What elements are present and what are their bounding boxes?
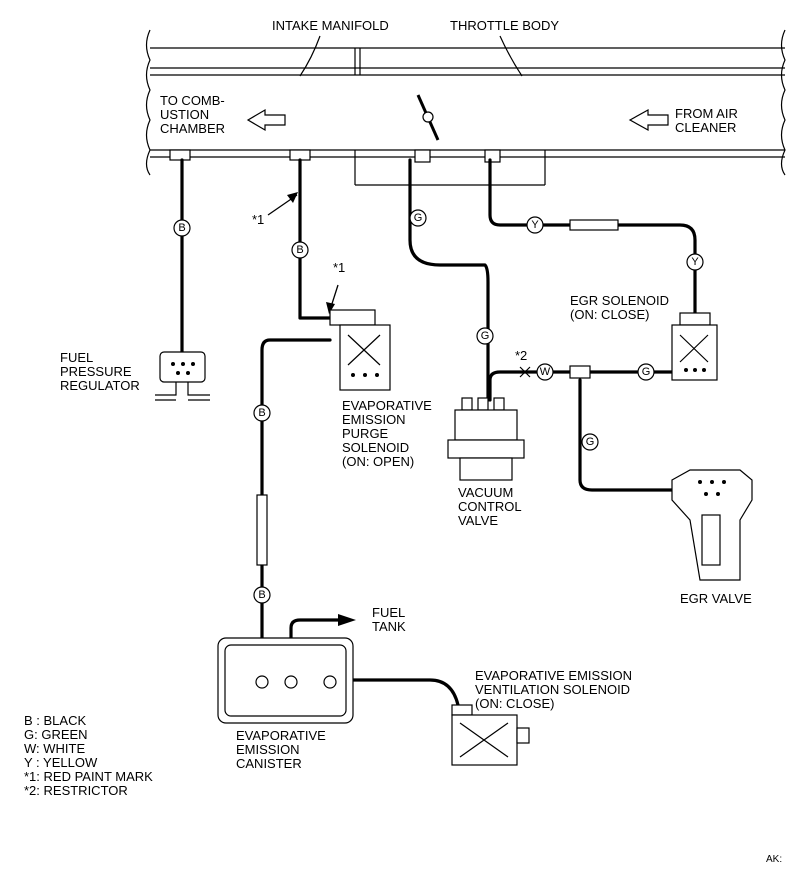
vacuum-control-valve [447,397,525,481]
canister-label: EVAPORATIVE EMISSION CANISTER [236,728,329,771]
svg-text:B: B [258,589,265,601]
egr-solenoid [671,312,718,381]
svg-text:G: G [642,366,651,378]
egr-valve-label: EGR VALVE [680,591,752,606]
svg-text:W: W [540,366,551,378]
vacuum-control-valve-label: VACUUM CONTROL VALVE [458,485,525,528]
svg-text:B: B [296,244,303,256]
fuel-tank-label: FUEL TANK [372,605,408,634]
hose-badge-y-egr: Y [686,253,704,271]
hose-badge-b-canister-lower: B [253,586,271,604]
restrictor-mark [519,366,531,378]
flow-arrow-right [628,108,669,132]
color-legend: B : BLACK G: GREEN W: WHITE Y : YELLOW *… [24,713,156,798]
hose-badge-g-throttle: G [409,209,427,227]
egr-valve [671,469,753,581]
throttle-valve [416,94,440,141]
svg-text:Y: Y [691,256,699,268]
throttle-body-label: THROTTLE BODY [450,18,559,33]
hose-sleeve-left [256,494,268,566]
svg-text:Y: Y [531,219,539,231]
fuel-pressure-regulator [155,351,210,401]
hose-badge-y-top: Y [526,216,544,234]
purge-solenoid-label: EVAPORATIVE EMISSION PURGE SOLENOID (ON:… [342,398,435,469]
hoses [180,158,697,707]
hose-tee-joint [569,365,591,379]
hose-badge-w-restrictor: W [536,363,554,381]
canister [217,637,354,724]
hose-badge-g-egr-valve: G [581,433,599,451]
ventilation-solenoid-label: EVAPORATIVE EMISSION VENTILATION SOLENOI… [475,668,636,711]
hose-badge-b-regulator: B [173,219,191,237]
restrictor-mark-label: *2 [515,348,527,363]
hose-sleeve-top [569,219,619,231]
figure-code: AK: [766,854,782,865]
ventilation-solenoid [451,704,530,766]
svg-text:G: G [414,212,423,224]
svg-text:G: G [586,436,595,448]
svg-text:G: G [481,330,490,342]
red-paint-mark-label-2: *1 [333,260,345,275]
intake-manifold-label: INTAKE MANIFOLD [272,18,389,33]
hose-badge-g-egr-solenoid: G [637,363,655,381]
purge-solenoid [329,309,391,391]
hose-badge-g-vacuum-valve: G [476,327,494,345]
intake-pipe [145,29,786,186]
svg-text:B: B [178,222,185,234]
fuel-tank-arrow [338,614,356,626]
hose-badge-b-purge: B [291,241,309,259]
from-air-cleaner-label: FROM AIR CLEANER [675,106,741,135]
hose-badge-b-canister-upper: B [253,404,271,422]
flow-arrow-left [246,108,286,132]
egr-solenoid-label: EGR SOLENOID (ON: CLOSE) [570,293,673,322]
svg-text:B: B [258,407,265,419]
to-combustion-label: TO COMB- USTION CHAMBER [160,93,228,136]
fuel-pressure-regulator-label: FUEL PRESSURE REGULATOR [60,350,140,393]
red-paint-mark-label-1: *1 [252,212,264,227]
